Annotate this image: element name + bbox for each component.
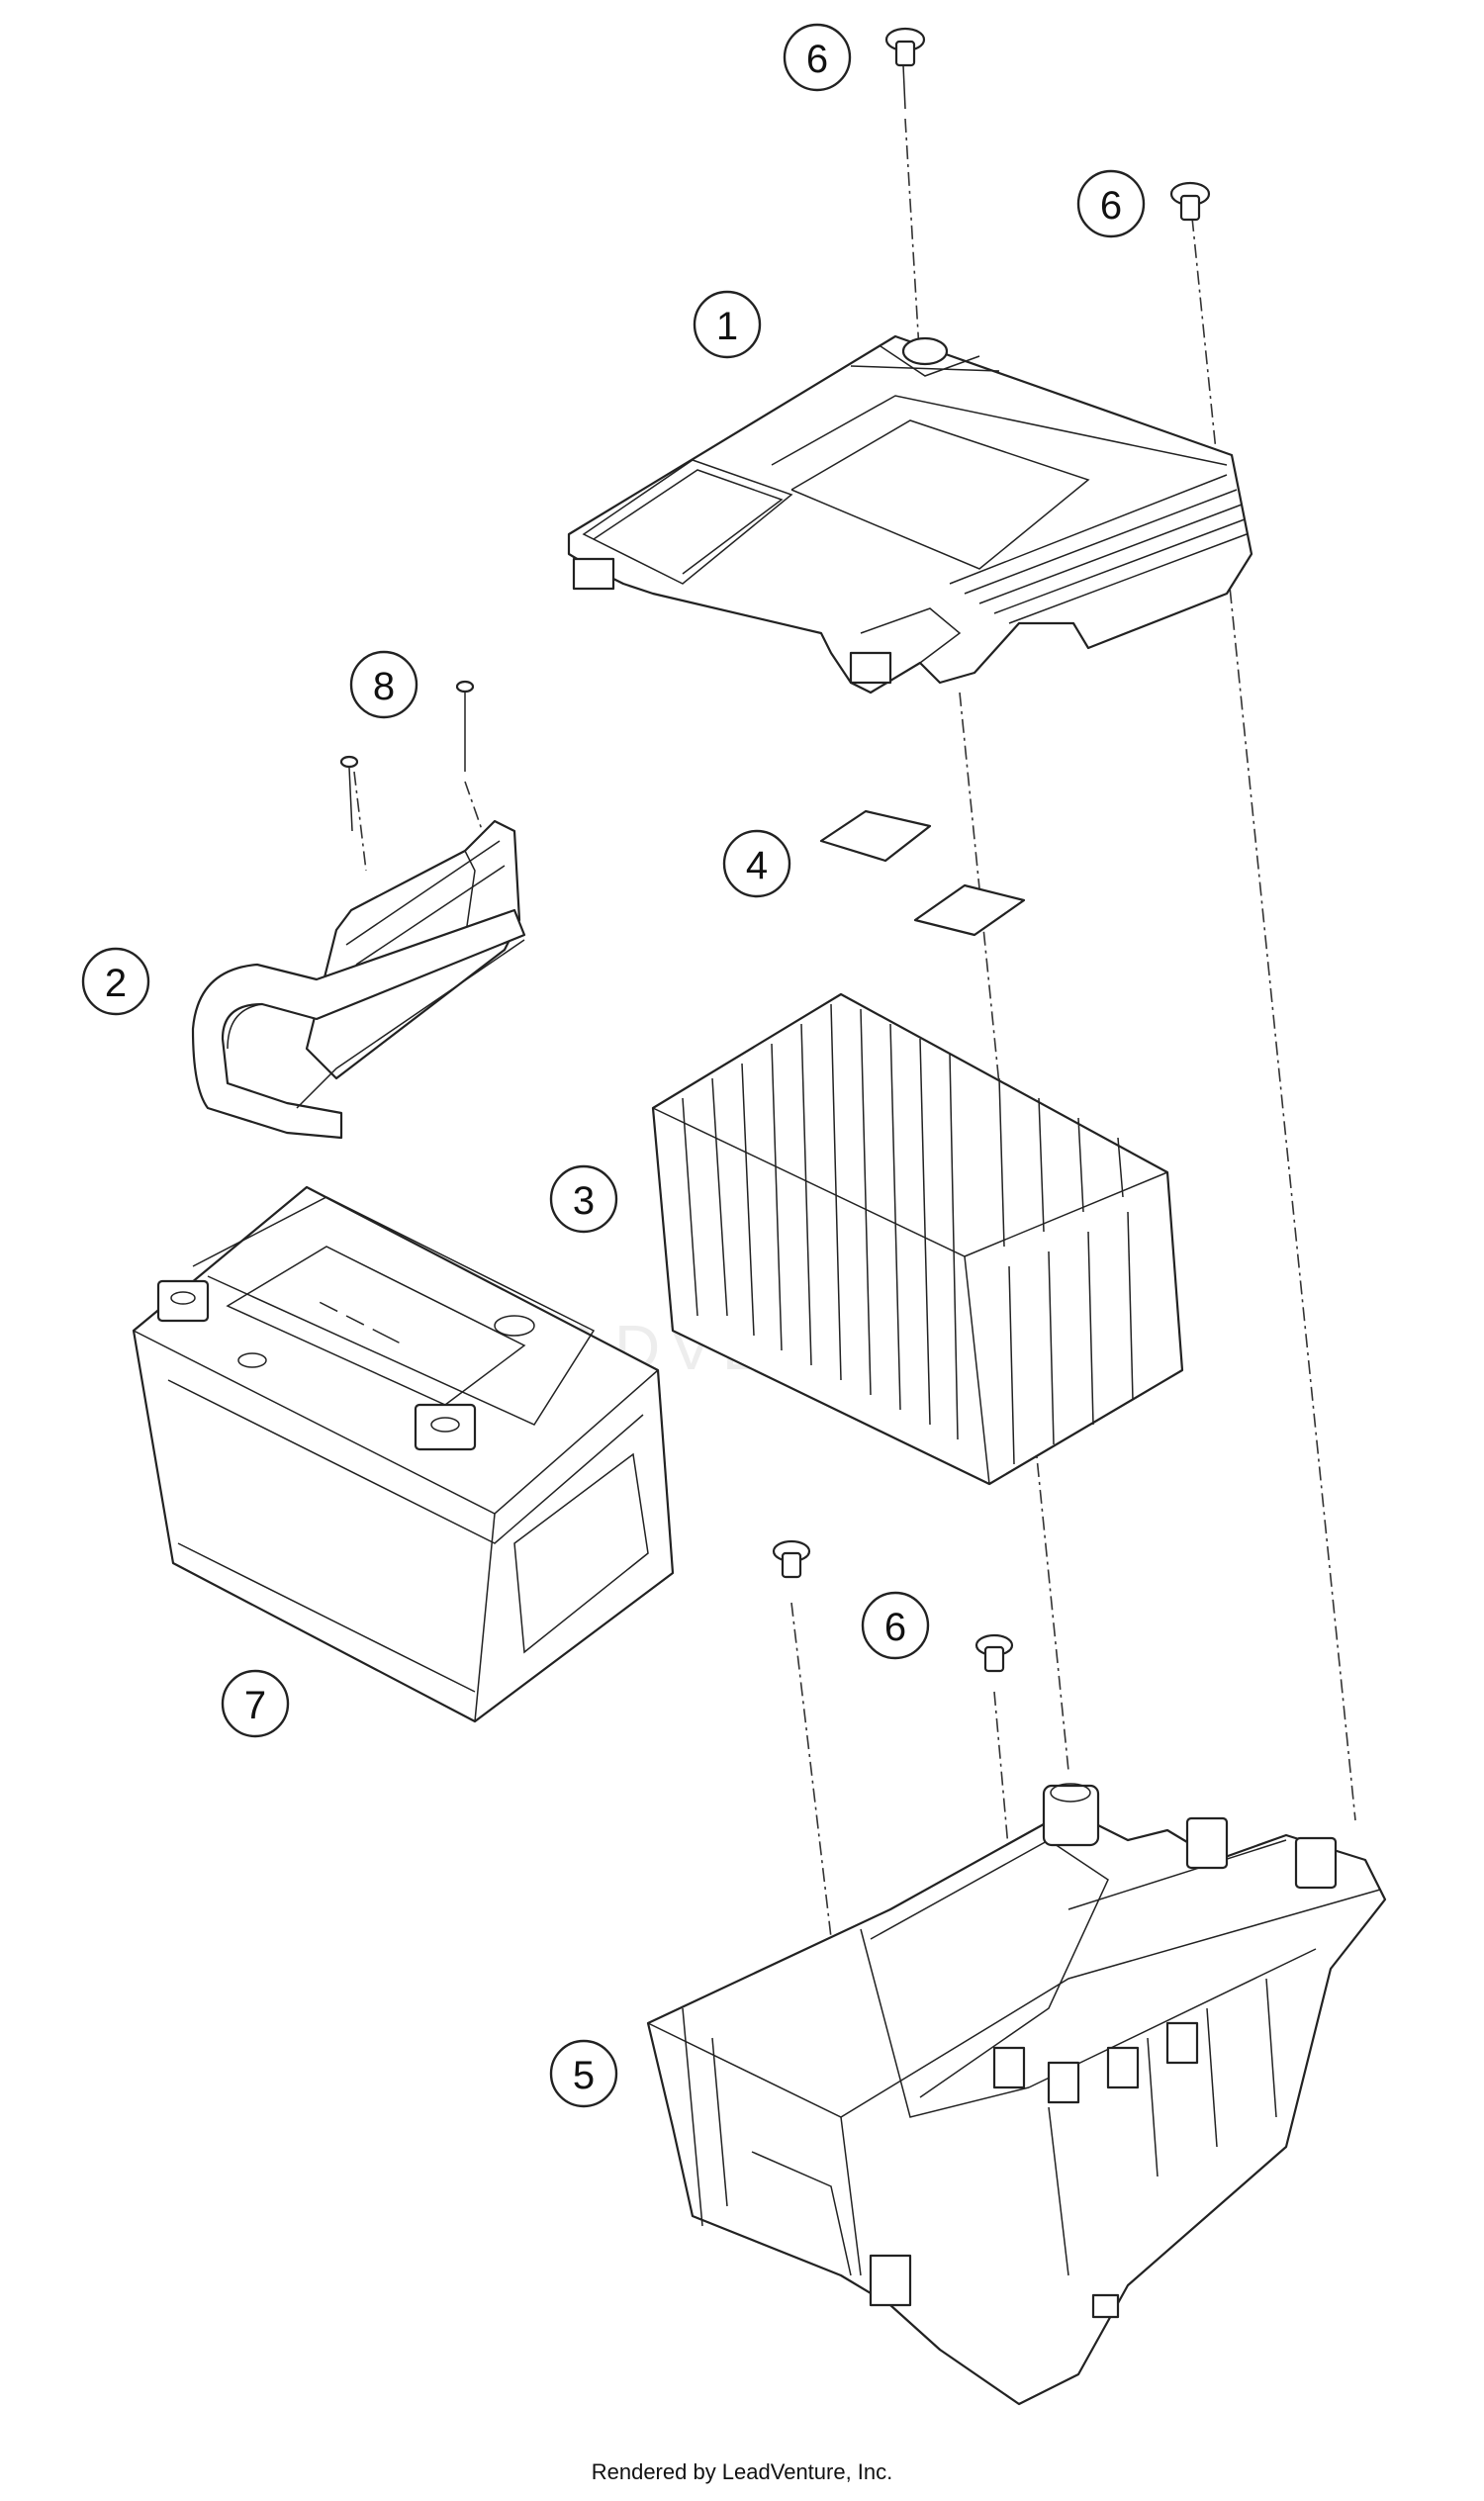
callout-label-3: 3 — [573, 1179, 595, 1223]
callout-label-2: 2 — [105, 962, 127, 1005]
callout-label-4: 4 — [746, 844, 768, 887]
callout-label-6-right: 6 — [1100, 184, 1122, 228]
battery-case — [646, 1783, 1387, 2406]
callout-label-7: 7 — [244, 1684, 266, 1727]
callout-label-5: 5 — [573, 2054, 595, 2097]
assembly-line-lower-right-screw — [993, 1691, 1020, 1970]
screw-top-right — [1169, 181, 1211, 222]
callout-label-6-top: 6 — [806, 38, 828, 81]
callout-label-8: 8 — [373, 665, 395, 708]
battery — [132, 1185, 675, 1723]
screw-bracket-left — [339, 755, 359, 832]
retaining-strap — [191, 908, 526, 1140]
callout-6-lower: 6 — [861, 1591, 930, 1660]
callout-8: 8 — [349, 650, 418, 719]
screw-lower-left — [772, 1539, 811, 1579]
callout-5: 5 — [549, 2039, 618, 2108]
battery-holder — [651, 992, 1184, 1486]
callout-label-1: 1 — [716, 305, 738, 348]
callout-2: 2 — [81, 947, 150, 1016]
callout-1: 1 — [693, 290, 762, 359]
screw-top — [884, 27, 926, 110]
battery-cover — [567, 334, 1253, 695]
holder-ribs — [682, 1003, 1134, 1465]
callout-4: 4 — [722, 829, 791, 898]
footer-credit: Rendered by LeadVenture, Inc. — [591, 2459, 893, 2484]
callout-6-right: 6 — [1076, 169, 1146, 238]
callout-3: 3 — [549, 1164, 618, 1234]
screw-lower-right — [974, 1633, 1014, 1673]
assembly-line-top-screw — [904, 118, 921, 367]
screw-bracket-right — [455, 680, 475, 772]
pad-set — [819, 809, 1026, 937]
assembly-line-bracket-screw-2 — [353, 771, 367, 872]
callout-6-top: 6 — [783, 23, 852, 92]
callout-7: 7 — [221, 1669, 290, 1738]
callout-label-6-lower: 6 — [884, 1606, 906, 1649]
